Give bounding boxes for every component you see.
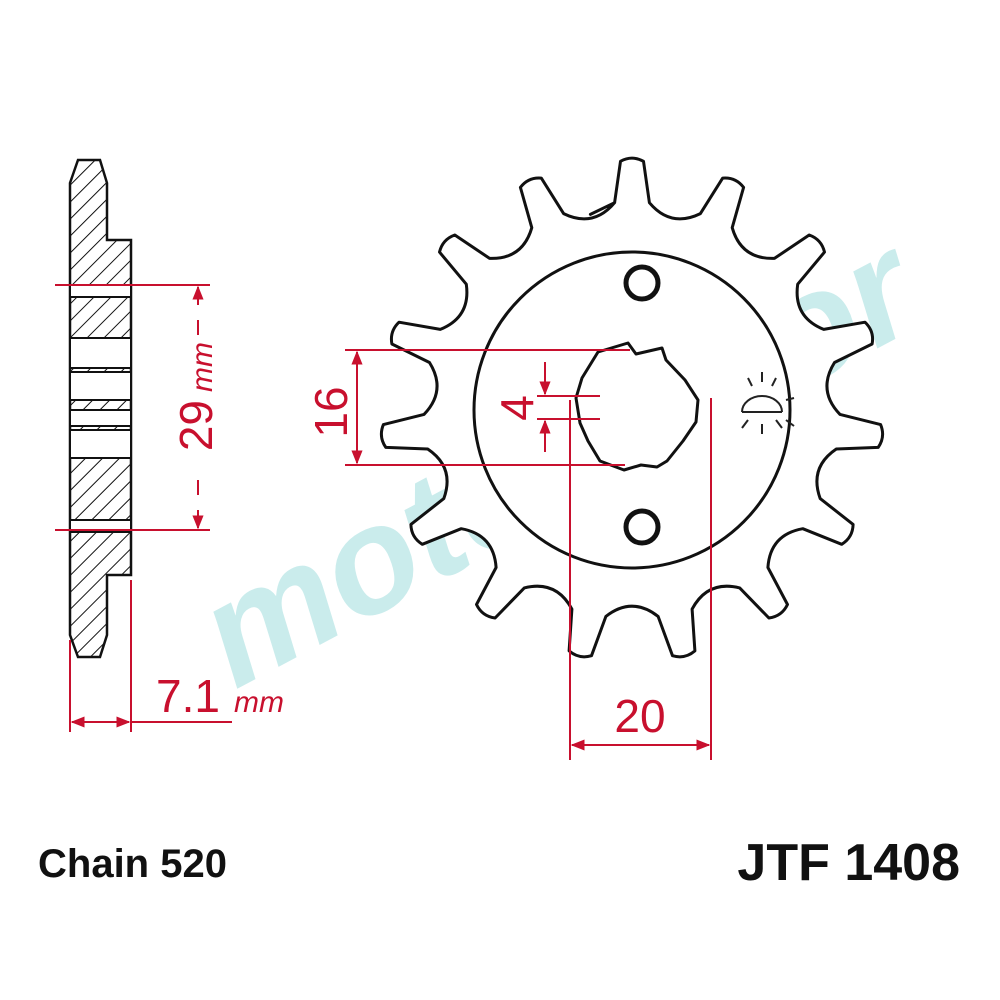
thickness-value: 7.1: [156, 670, 220, 722]
dimension-spline-height: [345, 349, 630, 466]
dimension-key-width: [537, 362, 600, 452]
dimension-spline-width: [569, 398, 712, 760]
manufacturer-logo-mark: [741, 372, 795, 434]
spline-width-value: 20: [614, 690, 665, 742]
side-profile-body: [68, 158, 133, 659]
side-profile-band: [69, 284, 132, 298]
mounting-hole-top: [623, 264, 661, 302]
dimension-teeth-width: [55, 284, 210, 531]
side-profile-band: [69, 337, 132, 369]
thickness-unit: mm: [234, 686, 284, 719]
part-number-caption: JTF 1408: [737, 834, 960, 892]
splined-bore: [574, 341, 700, 472]
spline-height-value: 16: [305, 386, 357, 437]
teeth-width-value: 29: [170, 400, 222, 451]
side-profile-band: [69, 409, 132, 427]
side-profile-band: [69, 429, 132, 459]
sprocket-side-profile: [68, 158, 133, 659]
teeth-width-unit: mm: [186, 342, 219, 392]
dimension-thickness: [69, 580, 232, 732]
mounting-hole-bottom: [623, 508, 661, 546]
side-profile-band: [69, 371, 132, 401]
key-width-value: 4: [491, 395, 543, 421]
chain-size-caption: Chain 520: [38, 842, 227, 886]
